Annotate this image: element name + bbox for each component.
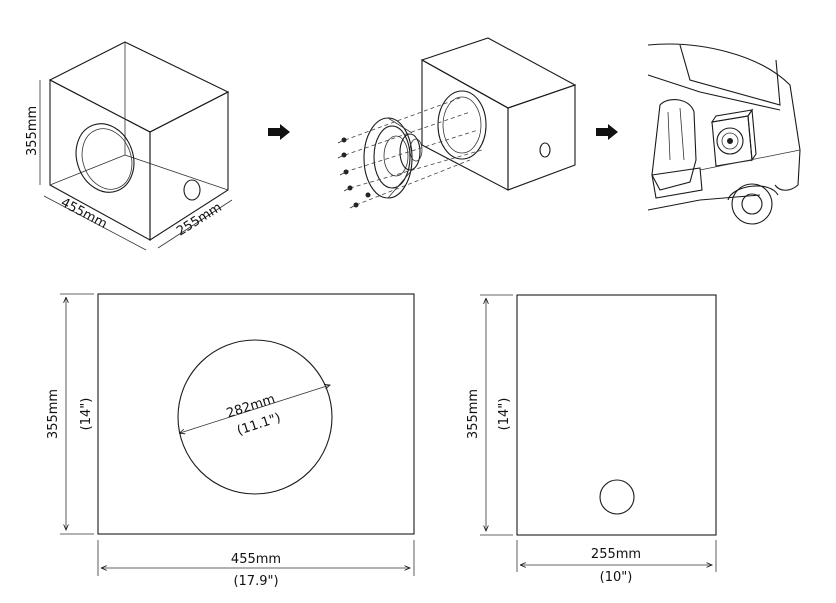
box-isometric xyxy=(39,41,233,251)
speaker-mounting-illustration xyxy=(337,37,577,209)
front-height-mm: 355mm xyxy=(46,389,61,439)
side-width-in: (10") xyxy=(600,570,633,585)
port-hole xyxy=(599,479,635,515)
front-width-mm: 455mm xyxy=(231,552,281,567)
box-width-label: 455mm xyxy=(58,195,109,232)
side-width-mm: 255mm xyxy=(591,547,641,562)
arrow-right-icon xyxy=(596,124,618,140)
arrow-right-icon xyxy=(268,124,290,140)
side-height-in: (14") xyxy=(497,398,512,431)
side-height-mm: 355mm xyxy=(466,389,481,439)
front-height-in: (14") xyxy=(79,398,94,431)
front-width-in: (17.9") xyxy=(233,574,278,589)
front-view-panel xyxy=(60,293,415,576)
side-view-panel xyxy=(480,294,717,572)
car-trunk-illustration xyxy=(647,43,801,225)
box-height-label: 355mm xyxy=(25,106,40,156)
speaker-cutout xyxy=(177,339,333,495)
